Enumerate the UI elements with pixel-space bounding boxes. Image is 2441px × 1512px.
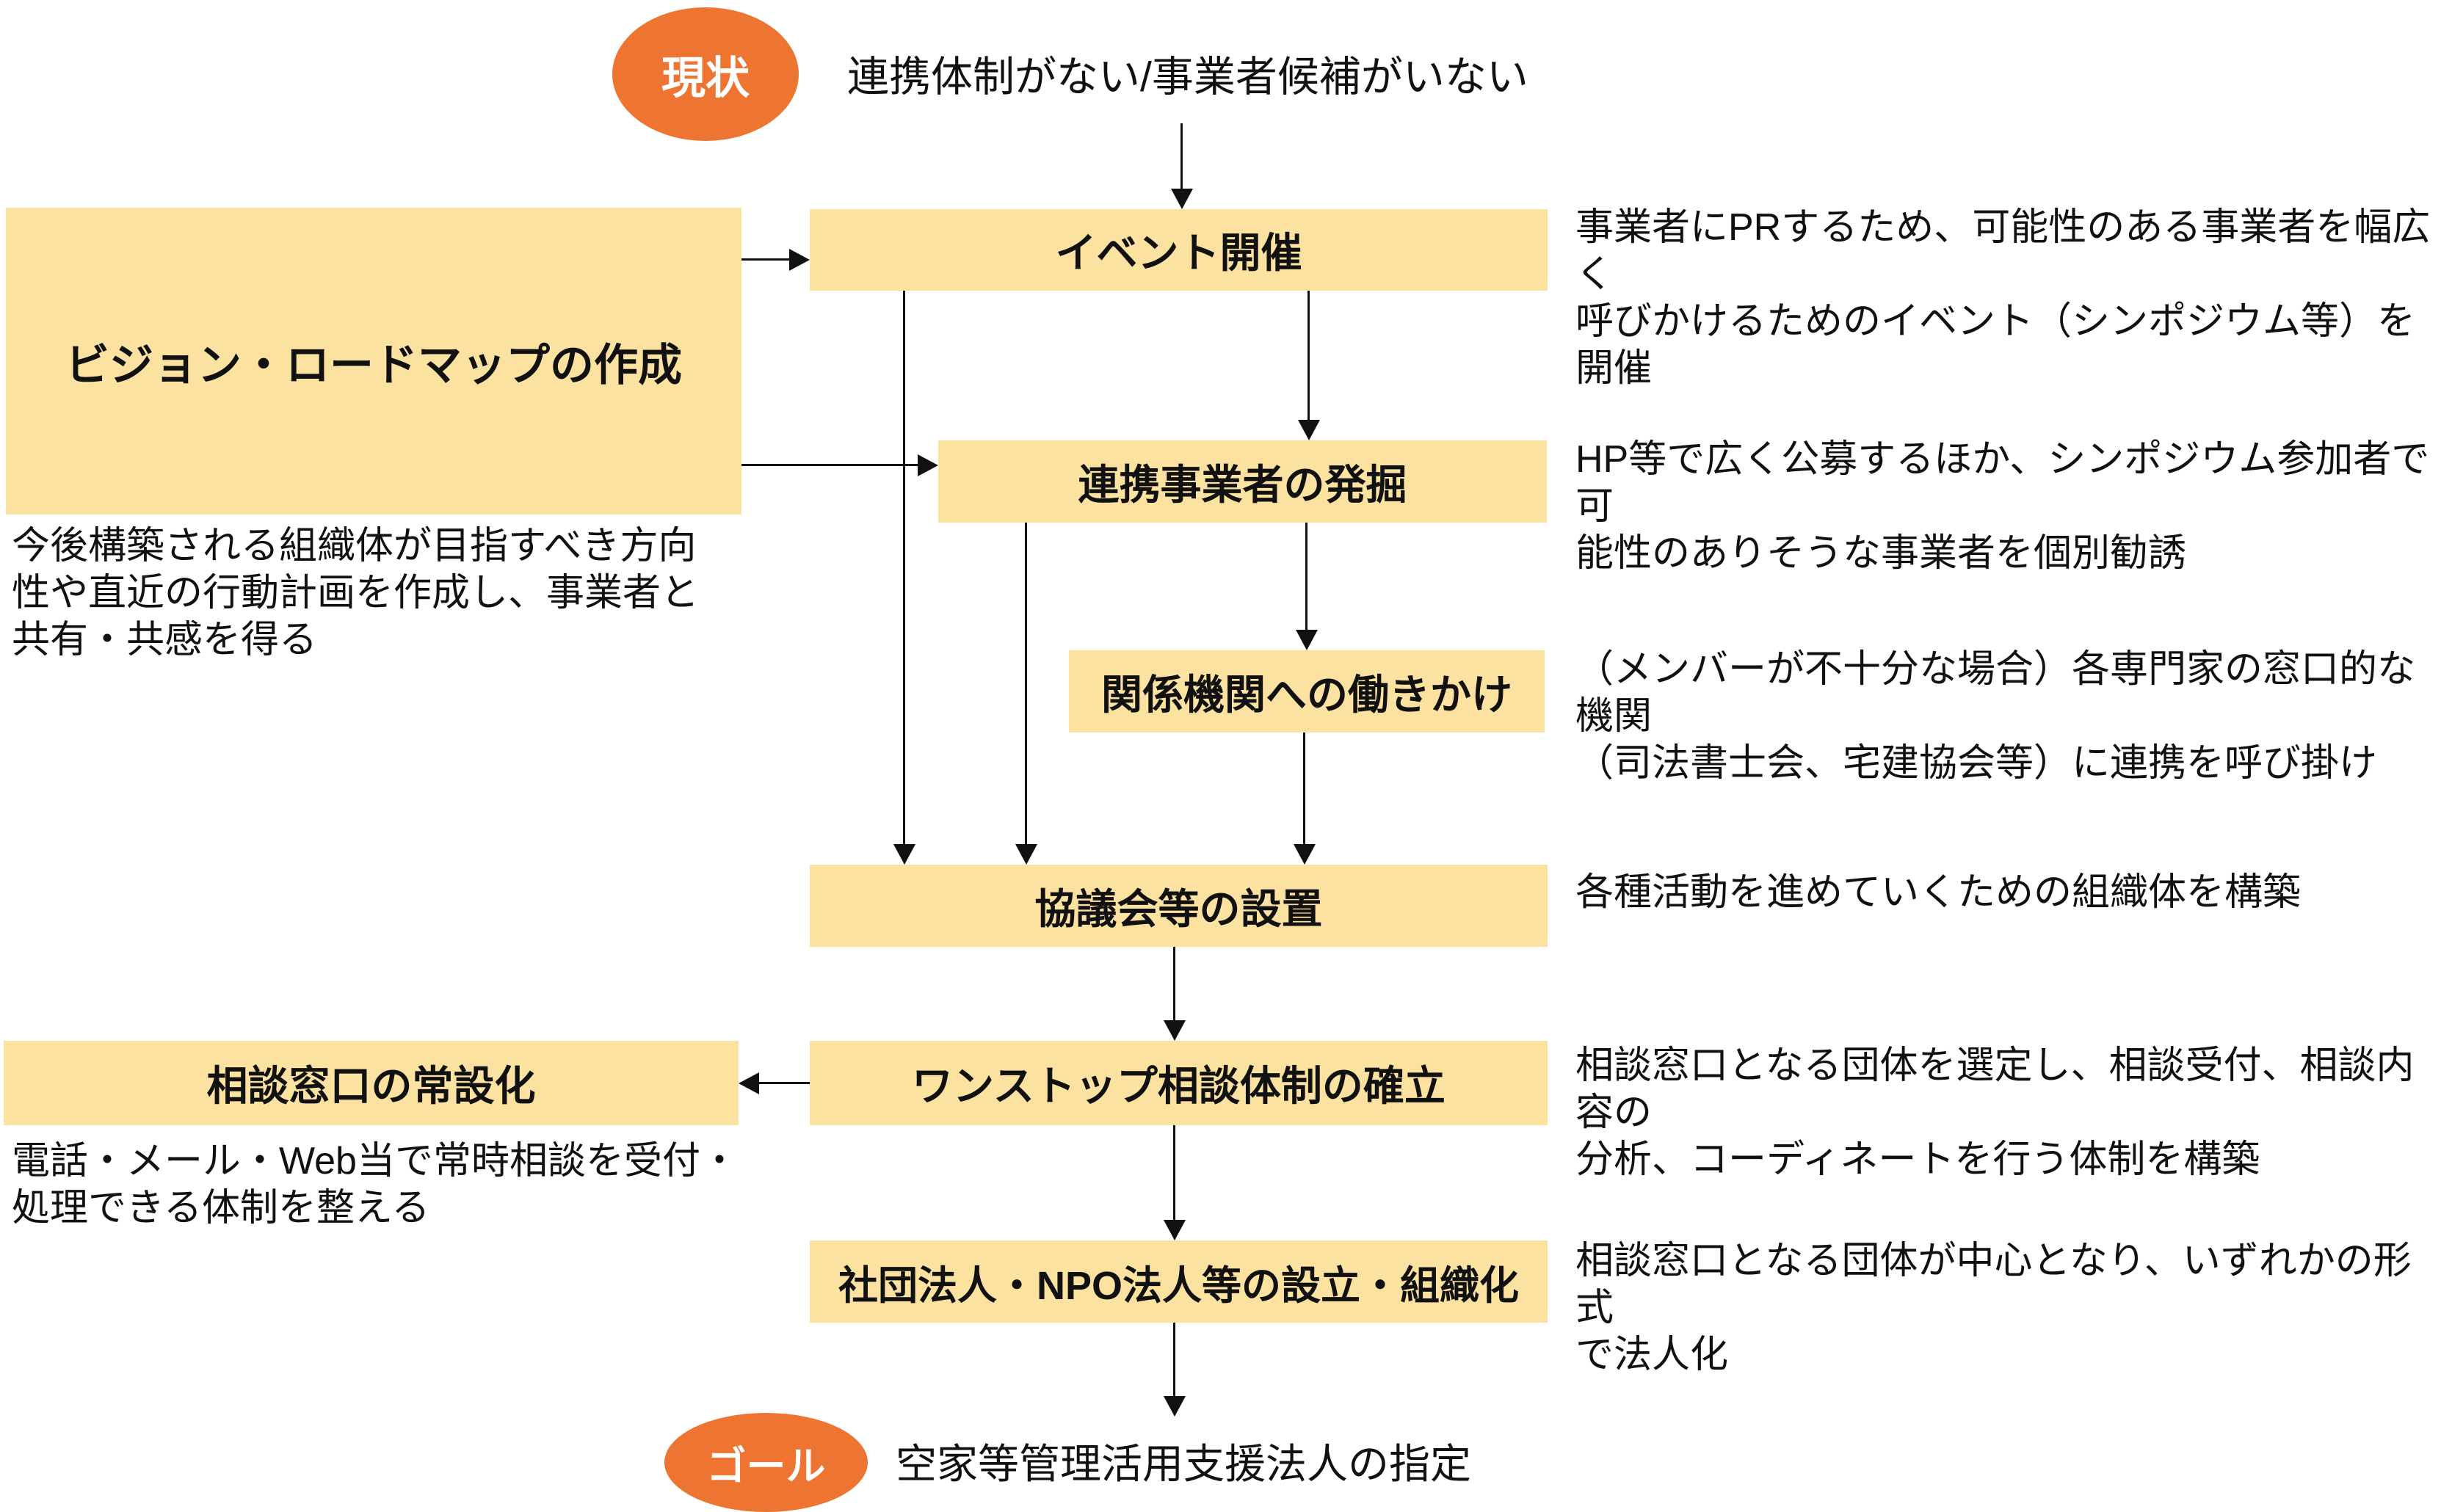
goal-label: ゴール [706,1444,826,1489]
arrowhead-into-event-left [789,249,810,271]
connector-vision-to-event [741,258,789,261]
vision-caption: 今後構築される組織体が目指すべき方向 性や直近の行動計画を作成し、事業者と 共有… [12,525,700,661]
step-council-box: 協議会等の設置 [810,865,1548,947]
connector-event-to-council [903,291,905,844]
vision-label: ビジョン・ロードマップの作成 [65,340,682,390]
desk-box: 相談窓口の常設化 [4,1041,739,1125]
note-council: 各種活動を進めていくための組織体を構築 [1575,871,2302,914]
desk-caption: 電話・メール・Web当で常時相談を受付・ 処理できる体制を整える [12,1140,739,1229]
connector-corp-to-goal [1173,1323,1175,1396]
arrowhead-into-goal [1164,1396,1186,1417]
arrowhead-into-council-right [1294,844,1316,865]
vision-box: ビジョン・ロードマップの作成 [6,208,741,515]
note-corp: 相談窓口となる団体が中心となり、いずれかの形式 で法人化 [1575,1240,2412,1376]
connector-partner-to-council [1025,523,1027,844]
goal-result-text: 空家等管理活用支援法人の指定 [896,1440,1471,1487]
start-status-text: 連携体制がない/事業者候補がいない [847,54,1528,101]
step-corp-label: 社団法人・NPO法人等の設立・組織化 [838,1263,1520,1308]
step-partner-box: 連携事業者の発掘 [938,440,1547,523]
arrowhead-into-desk [739,1072,759,1094]
connector-vision-to-partner [741,464,918,466]
note-orgs: （メンバーが不十分な場合）各専門家の窓口的な機関 （司法書士会、宅建協会等）に連… [1575,648,2416,785]
step-orgs-box: 関係機関への働きかけ [1069,650,1545,733]
step-onestop-box: ワンストップ相談体制の確立 [810,1041,1548,1125]
step-orgs-label: 関係機関への働きかけ [1101,671,1512,718]
connector-event-to-partner [1307,291,1310,420]
arrowhead-into-council-mid [1015,844,1037,865]
step-event-label: イベント開催 [1055,230,1302,276]
desk-label: 相談窓口の常設化 [206,1063,536,1109]
arrowhead-into-event-top [1171,189,1193,209]
arrowhead-into-orgs-top [1296,630,1318,650]
note-onestop: 相談窓口となる団体を選定し、相談受付、相談内容の 分析、コーディネートを行う体制… [1575,1044,2415,1181]
connector-onestop-to-corp [1173,1125,1175,1220]
step-event-box: イベント開催 [810,209,1548,291]
connector-orgs-to-council [1303,733,1305,844]
note-event: 事業者にPRするため、可能性のある事業者を幅広く 呼びかけるためのイベント（シン… [1575,206,2431,390]
connector-start-to-event [1180,123,1183,189]
step-partner-label: 連携事業者の発掘 [1078,461,1407,508]
arrowhead-into-council-left [893,844,915,865]
arrowhead-into-corp [1164,1220,1186,1240]
start-label: 現状 [661,53,750,103]
step-corp-box: 社団法人・NPO法人等の設立・組織化 [810,1240,1548,1323]
connector-onestop-to-desk [759,1082,810,1084]
goal-ellipse: ゴール [664,1413,868,1512]
arrowhead-into-partner-top [1298,420,1320,440]
note-partner: HP等で広く公募するほか、シンポジウム参加者で可 能性のありそうな事業者を個別勧… [1575,438,2430,575]
connector-council-to-onestop [1173,947,1175,1020]
arrowhead-into-onestop [1164,1020,1186,1041]
connector-partner-to-orgs [1305,523,1307,630]
arrowhead-into-partner-left [918,454,938,476]
step-council-label: 協議会等の設置 [1034,885,1323,932]
start-ellipse: 現状 [612,7,799,141]
step-onestop-label: ワンストップ相談体制の確立 [912,1063,1446,1109]
